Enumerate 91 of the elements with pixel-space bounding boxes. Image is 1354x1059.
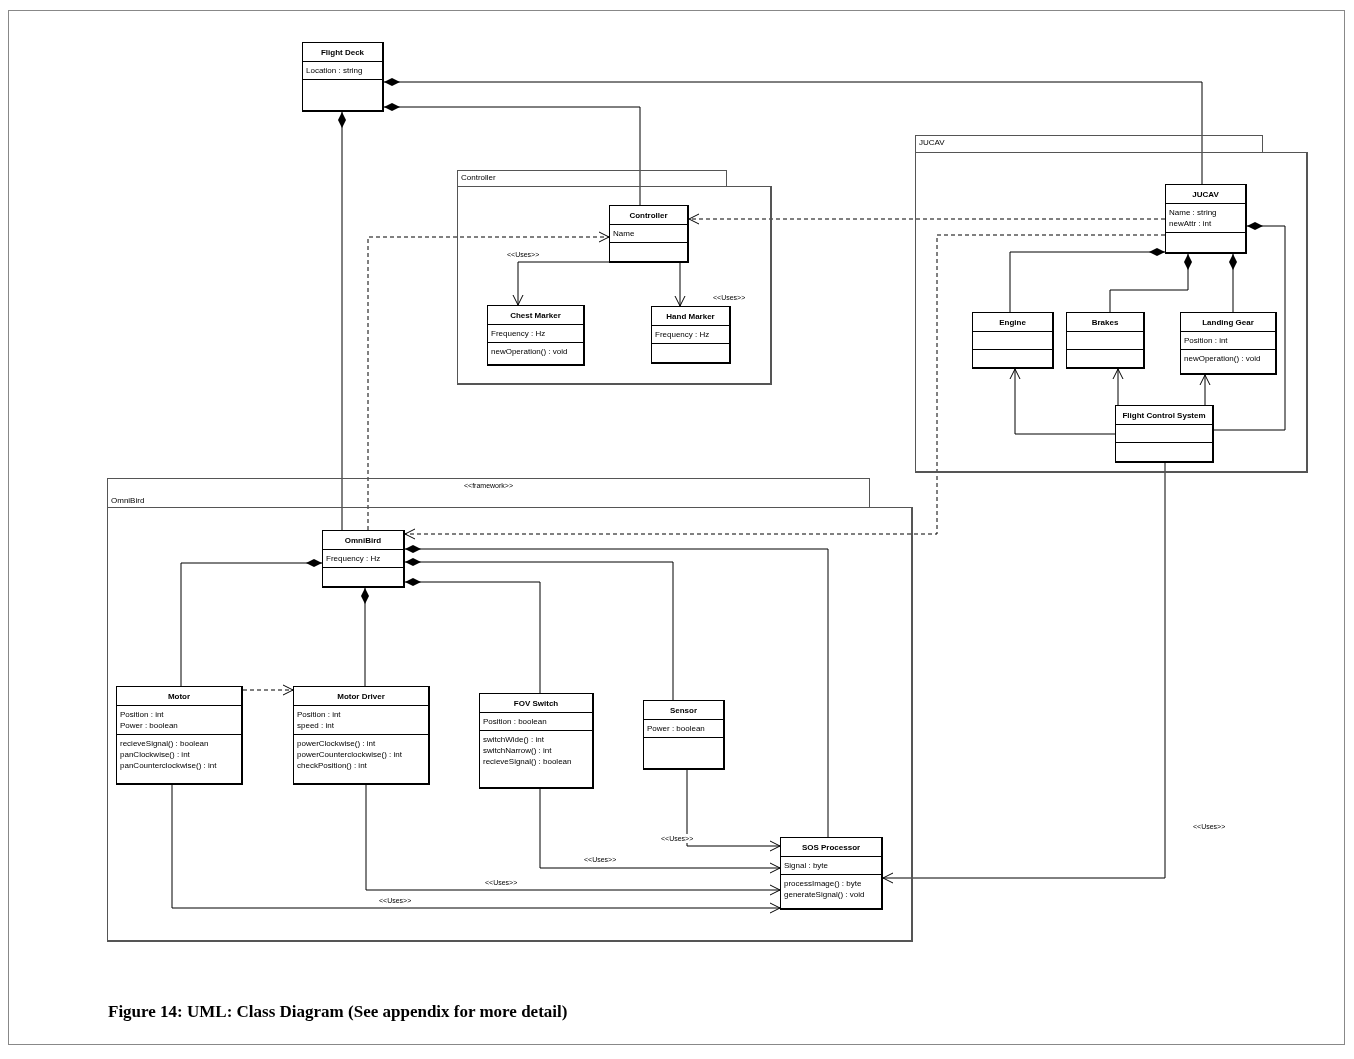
class-box — [302, 42, 384, 112]
composition-line — [1213, 222, 1286, 431]
class-box — [1180, 312, 1277, 375]
composition-line — [1009, 248, 1166, 313]
association-arrow — [1009, 368, 1116, 435]
class-box — [1115, 405, 1214, 463]
class-name: FOV Switch — [513, 697, 559, 709]
composition-line — [404, 578, 541, 694]
class-box — [479, 693, 594, 789]
attribute: Position : boolean — [483, 716, 548, 727]
association-arrow — [365, 784, 781, 896]
composition-line — [180, 559, 323, 687]
operation: powerClockwise() : int — [297, 738, 377, 749]
class-name: Brakes — [1091, 316, 1119, 328]
composition-line — [1229, 253, 1237, 313]
class-name: Landing Gear — [1202, 316, 1254, 328]
association-arrow — [686, 769, 781, 852]
operation: powerCounterclockwise() : int — [297, 749, 403, 760]
operation: recieveSignal() : boolean — [483, 756, 573, 767]
composition-line — [404, 545, 829, 838]
attribute: speed : int — [297, 720, 335, 731]
operation: switchWide() : int — [483, 734, 545, 745]
uml-package — [107, 478, 913, 942]
attribute: Frequency : Hz — [655, 329, 711, 340]
class-name: Engine — [999, 316, 1026, 328]
composition-line — [338, 111, 346, 531]
attribute: Frequency : Hz — [326, 553, 382, 564]
attribute: Position : int — [297, 709, 342, 720]
package-name: JUCAV — [919, 138, 946, 148]
package-name: Controller — [461, 173, 497, 183]
class-box — [972, 312, 1054, 369]
association-arrow — [1199, 374, 1211, 406]
class-box — [293, 686, 430, 785]
operation: switchNarrow() : int — [483, 745, 553, 756]
operation: panCounterclockwise() : int — [120, 760, 218, 771]
association-arrow — [171, 784, 781, 914]
class-name: Flight Control System — [1122, 409, 1206, 421]
composition-line — [383, 78, 1203, 185]
class-name: OmniBird — [344, 534, 382, 546]
operation: newOperation() : void — [1184, 353, 1262, 364]
attribute: Power : boolean — [647, 723, 706, 734]
uml-package — [457, 170, 772, 385]
association-arrow — [674, 262, 686, 307]
class-name: Hand Marker — [666, 310, 715, 322]
class-box — [487, 305, 585, 366]
class-box — [1066, 312, 1145, 369]
composition-line — [361, 587, 369, 687]
dependency-arrow — [367, 231, 610, 531]
attribute: Frequency : Hz — [491, 328, 547, 339]
operation: checkPosition() : int — [297, 760, 368, 771]
class-box — [780, 837, 883, 910]
attribute: Location : string — [306, 65, 364, 76]
association-arrow — [512, 261, 610, 306]
class-box — [643, 700, 725, 770]
class-name: Motor Driver — [337, 690, 385, 702]
operation: generateSignal() : void — [784, 889, 866, 900]
class-name: JUCAV — [1192, 188, 1219, 200]
class-box — [609, 205, 689, 263]
class-name: Chest Marker — [510, 309, 561, 321]
attribute: newAttr : int — [1169, 218, 1213, 229]
class-box — [1165, 184, 1247, 254]
attribute: Name : string — [1169, 207, 1218, 218]
operation: newOperation() : void — [491, 346, 569, 357]
operation: panClockwise() : int — [120, 749, 191, 760]
dependency-arrow — [688, 213, 1166, 225]
package-name: OmniBird — [111, 496, 146, 506]
class-name: Controller — [629, 209, 668, 221]
attribute: Name — [613, 228, 636, 239]
operation: processImage() : byte — [784, 878, 863, 889]
uml-package — [915, 135, 1308, 473]
association-arrow — [882, 462, 1166, 884]
class-box — [322, 530, 405, 588]
dependency-arrow — [404, 234, 1166, 540]
class-box — [116, 686, 243, 785]
attribute: Position : int — [120, 709, 165, 720]
attribute: Signal : byte — [784, 860, 830, 871]
attribute: Position : int — [1184, 335, 1229, 346]
class-name: Motor — [167, 690, 191, 702]
composition-line — [383, 103, 641, 206]
class-box — [651, 306, 731, 364]
association-arrow — [1112, 368, 1124, 406]
class-name: Sensor — [669, 704, 698, 716]
class-name: Flight Deck — [320, 46, 365, 58]
dependency-arrow — [242, 684, 294, 696]
operation: recieveSignal() : boolean — [120, 738, 210, 749]
association-arrow — [539, 788, 781, 874]
composition-line — [404, 558, 674, 701]
composition-line — [1109, 253, 1192, 313]
figure-caption: Figure 14: UML: Class Diagram (See appendix for more detail) — [108, 1001, 568, 1023]
class-name: SOS Processor — [801, 841, 861, 853]
attribute: Power : boolean — [120, 720, 179, 731]
